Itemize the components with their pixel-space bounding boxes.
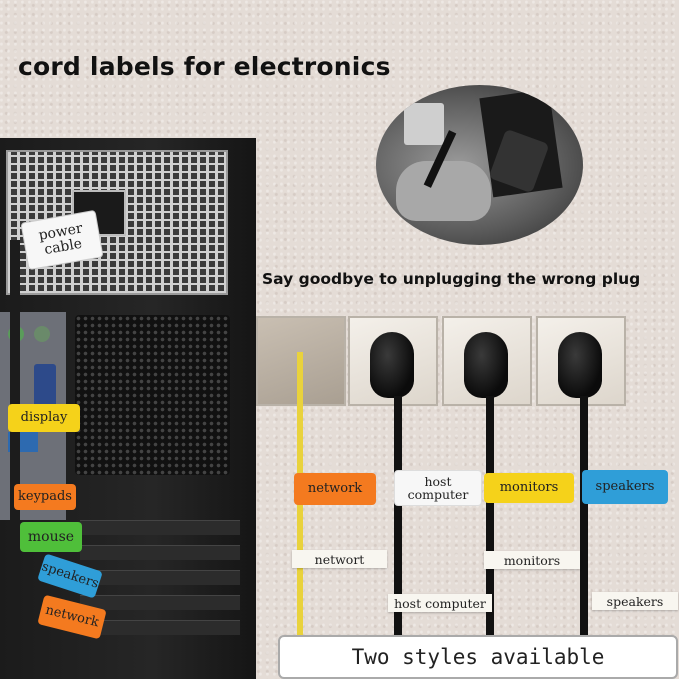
expansion-slot bbox=[80, 570, 240, 585]
flag-label-monitors: monitors bbox=[484, 473, 574, 503]
power-cord bbox=[394, 396, 402, 679]
expansion-slot bbox=[80, 620, 240, 635]
strip-label-networt: networt bbox=[292, 550, 387, 568]
label-keypads: keypads bbox=[14, 484, 76, 510]
power-cord bbox=[580, 396, 588, 679]
strip-label-speakers: speakers bbox=[592, 592, 678, 610]
strip-label-monitors: monitors bbox=[484, 551, 580, 569]
power-cord bbox=[486, 396, 494, 679]
power-cord bbox=[10, 240, 20, 640]
fan-grill bbox=[75, 315, 230, 475]
plug bbox=[464, 332, 508, 398]
tagline: Say goodbye to unplugging the wrong plug bbox=[262, 270, 641, 288]
plug bbox=[558, 332, 602, 398]
banner-two-styles: Two styles available bbox=[278, 635, 678, 679]
flag-label-speakers: speakers bbox=[582, 470, 668, 504]
expansion-slot bbox=[80, 520, 240, 535]
network-cable bbox=[297, 352, 303, 679]
inset-photo-hand-unplugging bbox=[376, 85, 583, 245]
plug bbox=[370, 332, 414, 398]
flag-label-host-computer: host computer bbox=[394, 470, 482, 506]
strip-label-host-computer: host computer bbox=[388, 594, 492, 612]
flag-label-network: network bbox=[294, 473, 376, 505]
expansion-slot bbox=[80, 545, 240, 560]
label-mouse: mouse bbox=[20, 522, 82, 552]
headline: cord labels for electronics bbox=[18, 52, 391, 81]
expansion-slot bbox=[80, 595, 240, 610]
label-display: display bbox=[8, 404, 80, 432]
